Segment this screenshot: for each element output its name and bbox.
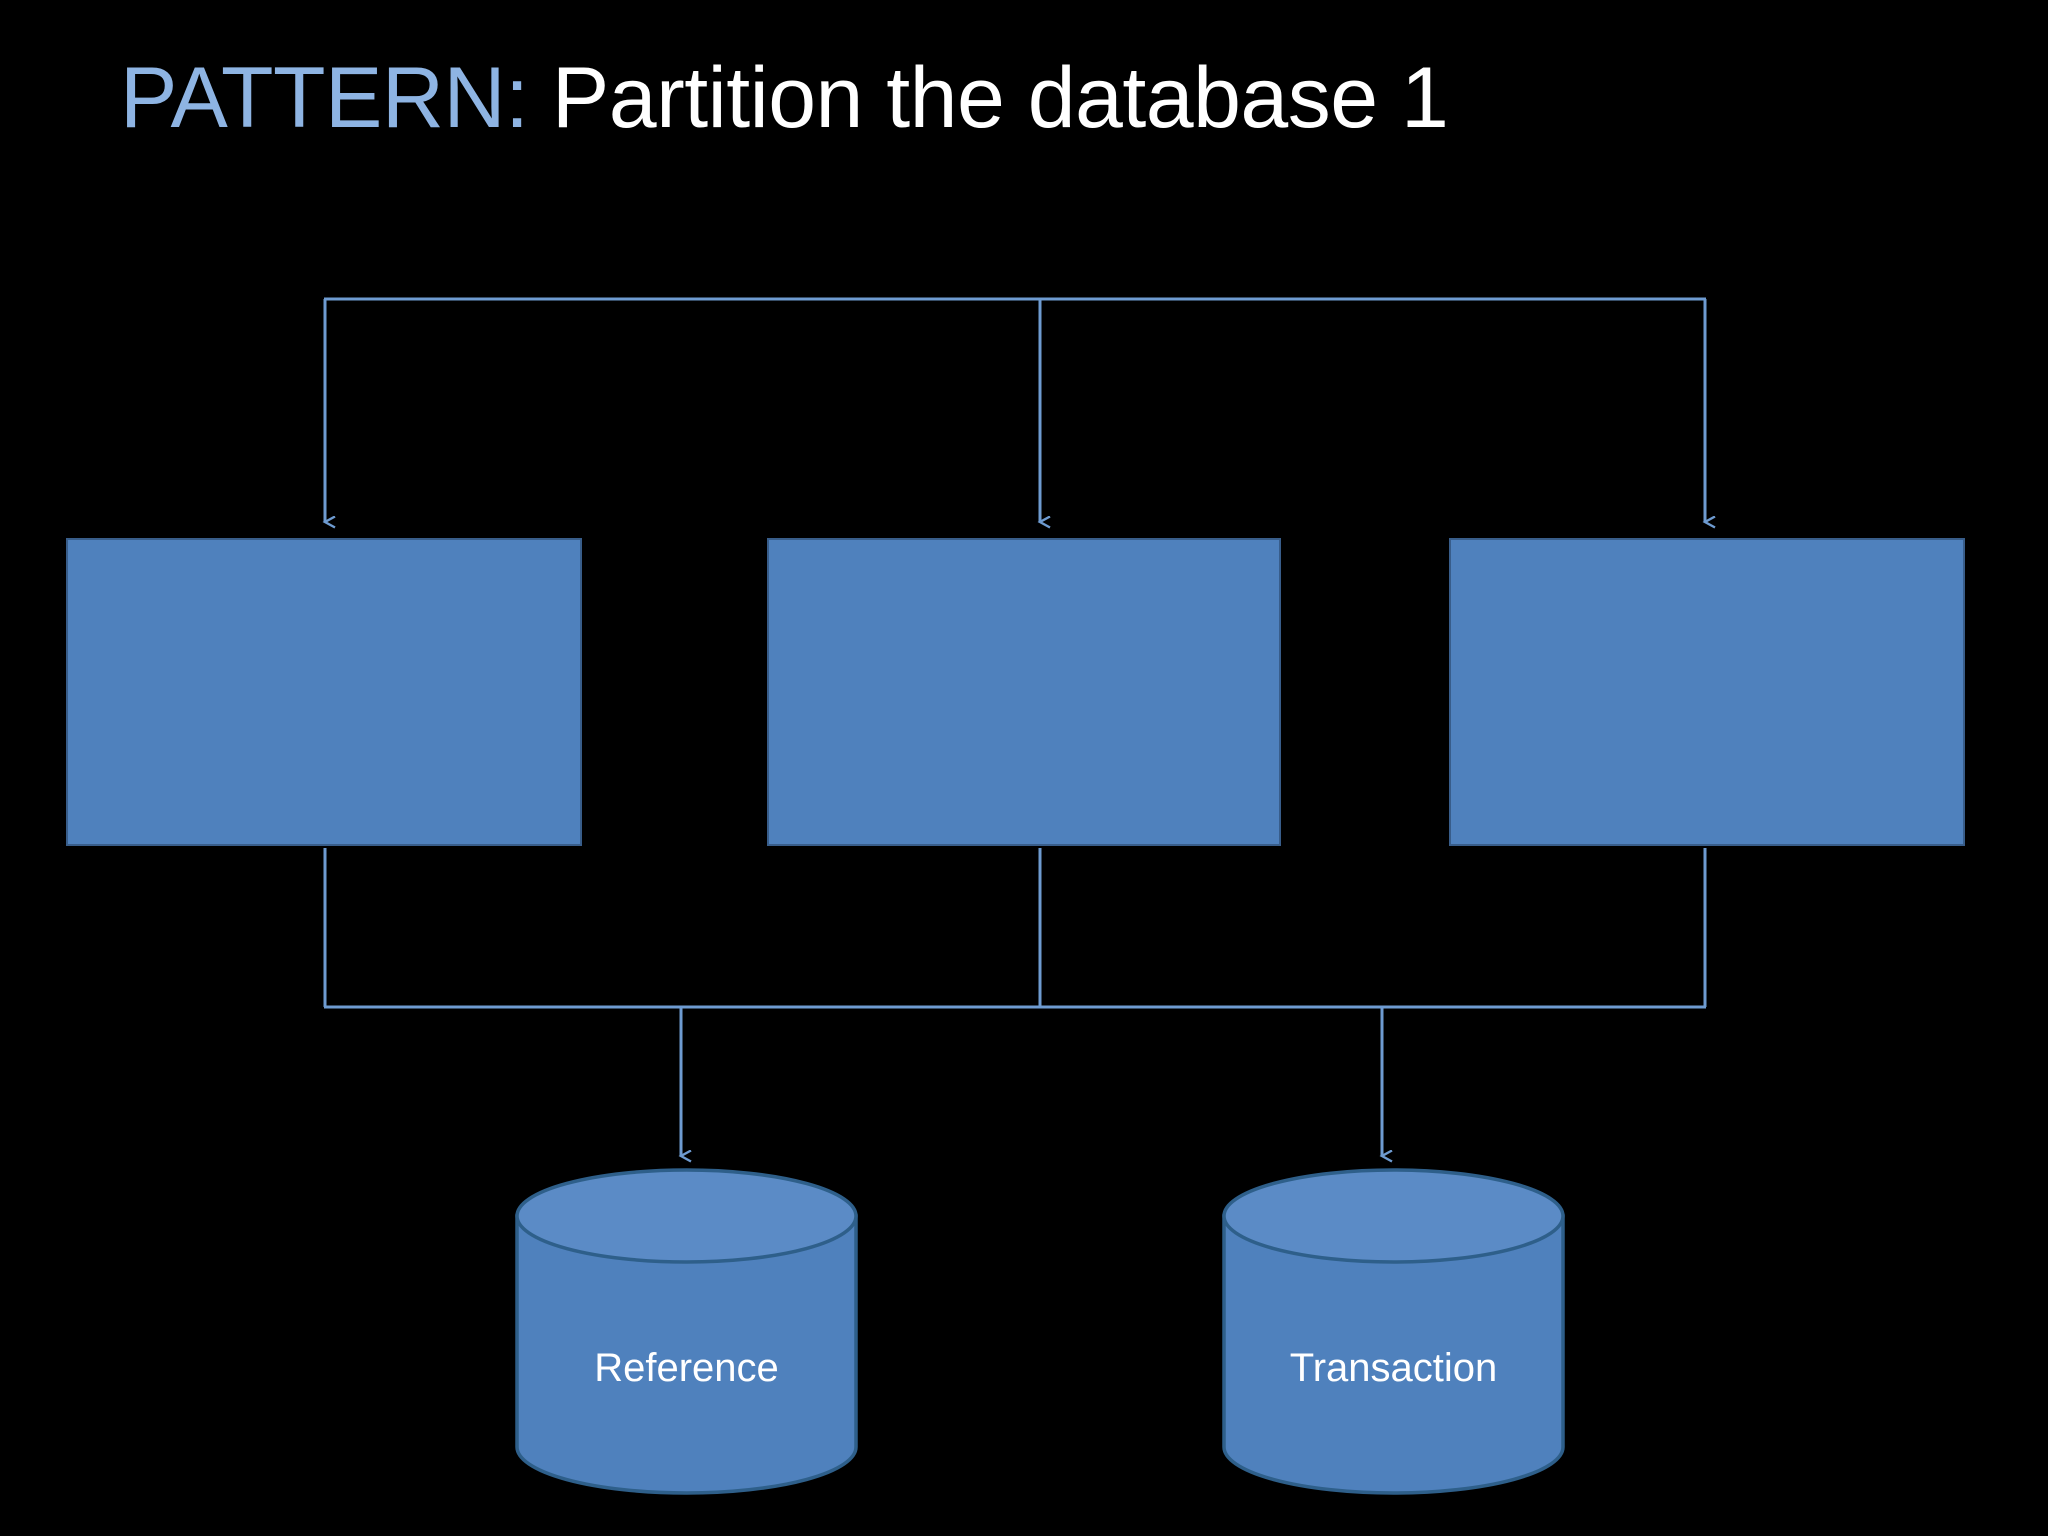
cylinder-transaction[interactable]: Transaction: [1222, 1168, 1565, 1495]
process-box-left[interactable]: [66, 538, 582, 846]
database-icon: [1222, 1168, 1565, 1495]
page-title: PATTERN: Partition the database 1: [120, 38, 1980, 158]
database-icon: [515, 1168, 858, 1495]
title-rest: Partition the database 1: [528, 50, 1449, 146]
process-box-middle[interactable]: [767, 538, 1281, 846]
process-box-right[interactable]: [1449, 538, 1965, 846]
cylinder-reference[interactable]: Reference: [515, 1168, 858, 1495]
title-highlight: PATTERN:: [120, 50, 529, 146]
